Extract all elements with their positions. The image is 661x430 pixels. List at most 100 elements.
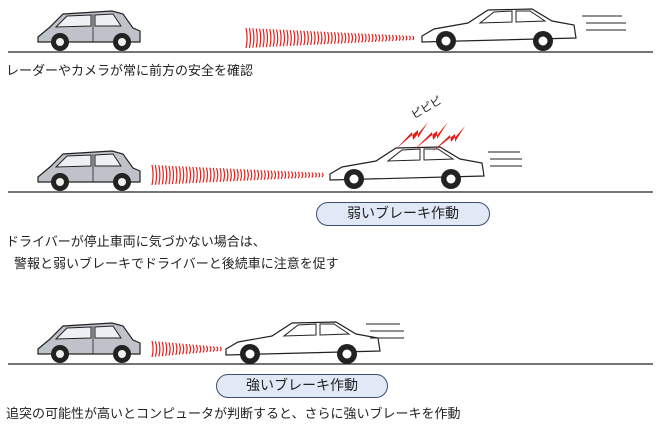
- front-sedan-car: [329, 146, 522, 189]
- radar-wave: [259, 28, 262, 48]
- radar-wave: [226, 168, 229, 182]
- radar-wave: [229, 168, 232, 182]
- rear-hatchback-car: [37, 10, 141, 51]
- warning-lightning-icon: [396, 122, 465, 152]
- radar-wave: [236, 168, 239, 182]
- radar-wave: [265, 28, 269, 48]
- radar-wave: [262, 28, 265, 48]
- radar-wave: [175, 165, 178, 185]
- radar-wave: [216, 346, 219, 352]
- radar-wave: [161, 341, 164, 357]
- radar-wave: [185, 343, 188, 355]
- radar-wave: [301, 171, 304, 179]
- radar-wave: [296, 30, 299, 46]
- scene-2-caption-line2: 警報と弱いブレーキでドライバーと後続車に注意を促す: [14, 257, 339, 272]
- radar-wave: [310, 30, 313, 46]
- radar-wave: [398, 34, 401, 42]
- radar-wave: [256, 169, 260, 181]
- radar-wave: [340, 32, 343, 44]
- radar-wave: [401, 35, 405, 41]
- radar-wave: [192, 344, 195, 354]
- scene-warning-brake: ピピピ 弱いブレーキ作動 ドライバーが停止車両に気づかない場合は、 警報と弱いブ…: [0, 92, 661, 292]
- radar-wave: [209, 345, 212, 353]
- radar-wave: [212, 346, 215, 352]
- radar-wave: [378, 34, 381, 42]
- radar-wave: [279, 29, 282, 47]
- radar-wave: [321, 172, 324, 178]
- scene-radar-monitoring: レーダーやカメラが常に前方の安全を確認: [0, 0, 661, 92]
- radar-wave: [154, 341, 158, 357]
- radar-wave: [253, 169, 256, 181]
- radar-wave: [282, 29, 286, 47]
- radar-waves: [151, 164, 324, 186]
- radar-wave: [273, 170, 277, 180]
- radar-wave: [364, 33, 367, 43]
- radar-wave: [381, 34, 384, 42]
- rear-hatchback-car: [37, 322, 141, 363]
- radar-wave: [347, 32, 350, 44]
- radar-wave: [158, 165, 161, 185]
- scene-1-caption: レーダーやカメラが常に前方の安全を確認: [6, 64, 254, 79]
- radar-wave: [151, 164, 154, 186]
- radar-wave: [216, 167, 219, 183]
- radar-wave: [357, 33, 360, 43]
- radar-wave: [284, 170, 287, 180]
- radar-wave: [188, 344, 192, 354]
- strong-brake-badge: 強いブレーキ作動: [216, 374, 388, 398]
- radar-wave: [171, 165, 175, 185]
- radar-wave: [248, 28, 252, 48]
- scene-2-illustration: ピピピ: [8, 94, 653, 193]
- radar-wave: [219, 346, 222, 352]
- radar-wave: [199, 344, 202, 354]
- radar-wave: [246, 169, 249, 181]
- radar-wave: [290, 171, 294, 179]
- radar-wave: [405, 35, 408, 41]
- radar-wave: [212, 167, 215, 183]
- radar-wave: [388, 34, 391, 42]
- radar-wave: [311, 172, 314, 178]
- radar-wave: [327, 31, 330, 45]
- radar-wave: [320, 31, 323, 45]
- radar-wave: [205, 345, 209, 353]
- radar-wave: [195, 344, 198, 354]
- radar-wave: [239, 168, 243, 182]
- radar-wave: [267, 170, 270, 180]
- radar-wave: [344, 32, 347, 44]
- radar-wave: [202, 167, 205, 183]
- radar-wave: [276, 29, 279, 47]
- radar-wave: [318, 172, 321, 178]
- radar-wave: [222, 168, 226, 182]
- scene-3-illustration: [8, 321, 653, 365]
- radar-wave: [154, 165, 158, 185]
- radar-wave: [367, 33, 371, 43]
- radar-wave: [314, 172, 317, 178]
- radar-wave: [270, 170, 273, 180]
- radar-wave: [168, 165, 171, 185]
- radar-wave: [384, 34, 388, 42]
- radar-wave: [374, 33, 377, 43]
- radar-wave: [178, 166, 181, 184]
- radar-wave: [178, 343, 181, 355]
- radar-wave: [391, 34, 394, 42]
- radar-wave: [337, 32, 340, 44]
- radar-wave: [171, 342, 175, 356]
- radar-wave: [289, 29, 292, 47]
- radar-waves: [151, 340, 222, 358]
- radar-wave: [192, 166, 195, 184]
- radar-wave: [294, 171, 297, 179]
- radar-wave: [260, 169, 263, 181]
- radar-wave: [350, 32, 354, 44]
- scene-3-caption: 追突の可能性が高いとコンピュータが判断すると、さらに強いブレーキを作動: [6, 407, 461, 422]
- radar-wave: [165, 165, 168, 185]
- radar-wave: [168, 342, 171, 356]
- radar-wave: [195, 166, 198, 184]
- radar-wave: [205, 167, 209, 183]
- radar-wave: [263, 170, 266, 180]
- radar-wave: [287, 171, 290, 179]
- radar-wave: [158, 341, 161, 357]
- radar-wave: [188, 166, 192, 184]
- radar-wave: [182, 343, 185, 355]
- warning-sound-text: ピピピ: [409, 94, 444, 122]
- radar-wave: [161, 165, 164, 185]
- radar-wave: [354, 32, 357, 44]
